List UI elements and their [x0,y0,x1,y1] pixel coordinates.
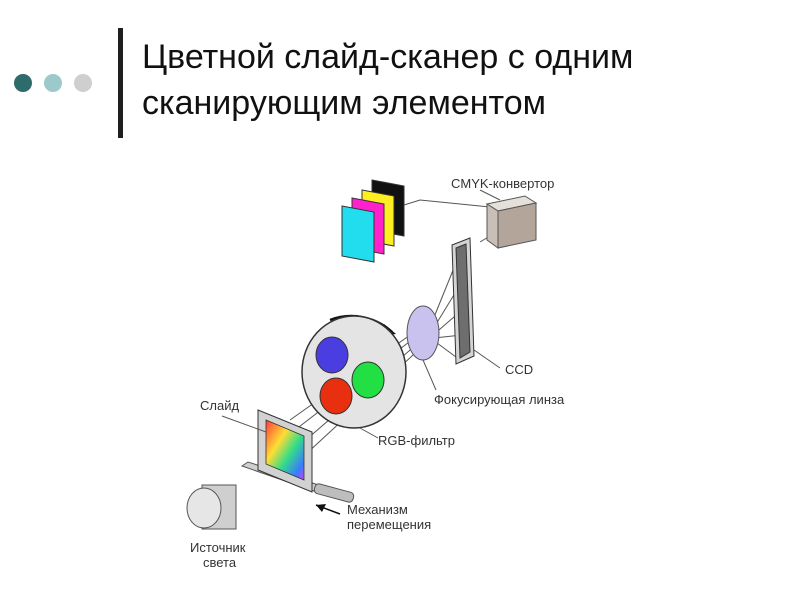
filter-blue [315,336,349,374]
page-title: Цветной слайд-сканер с одним сканирующим… [142,34,782,126]
label-source-1: Источник [190,540,246,555]
slide-frame [257,409,313,493]
label-rgb: RGB-фильтр [378,433,455,448]
label-ccd: CCD [505,362,533,377]
slide-image [265,419,305,481]
label-lens: Фокусирующая линза [434,392,565,407]
rgb-pointer [359,427,379,439]
filter-red [319,377,353,415]
dot-1 [14,74,32,92]
dot-3 [74,74,92,92]
cmyk-converter-cube [485,195,538,249]
filter-green [351,361,385,399]
ccd-sensor [451,237,475,365]
title-line-1: Цветной слайд-сканер с одним [142,38,634,76]
decorative-dots [14,74,104,94]
label-mechanism-1: Механизм [347,502,408,517]
label-source-2: света [203,555,237,570]
dot-2 [44,74,62,92]
mechanism-arrowhead [316,504,326,512]
cmyk-sheet-c [341,205,375,263]
lens-pointer [422,359,437,391]
title-divider [118,28,123,138]
cmyk-sheets [341,179,405,263]
focusing-lens [406,305,440,361]
label-cmyk: CMYK-конвертор [451,176,554,191]
light-source [186,484,237,530]
label-mechanism-2: перемещения [347,517,431,532]
rgb-filter-wheel [301,315,407,429]
slide-pointer [221,415,267,433]
label-slide: Слайд [200,398,239,413]
ccd-pointer [473,349,501,369]
title-line-2: сканирующим элементом [142,84,546,122]
cmyk-connector [403,199,501,209]
